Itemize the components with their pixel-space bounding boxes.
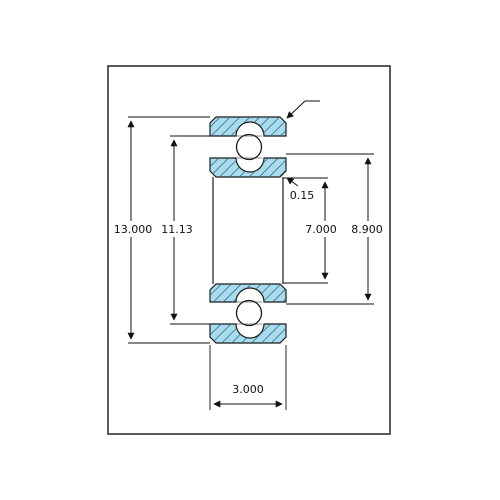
label-chamfer: 0.15 xyxy=(290,189,315,202)
label-shoulder-diameter: 11.13 xyxy=(161,223,193,236)
label-width: 3.000 xyxy=(232,383,264,396)
ball-bottom xyxy=(235,299,263,327)
chamfer-leader-inner xyxy=(286,177,299,187)
extension-lines xyxy=(128,116,374,410)
diagram-frame xyxy=(107,65,391,435)
ball-top xyxy=(235,133,263,161)
chamfer-leader-top xyxy=(286,100,320,119)
label-bore-diameter: 7.000 xyxy=(305,223,337,236)
bearing-cross-section xyxy=(209,116,287,344)
label-inner-shoulder-diameter: 8.900 xyxy=(351,223,383,236)
label-outer-diameter: 13.000 xyxy=(114,223,153,236)
